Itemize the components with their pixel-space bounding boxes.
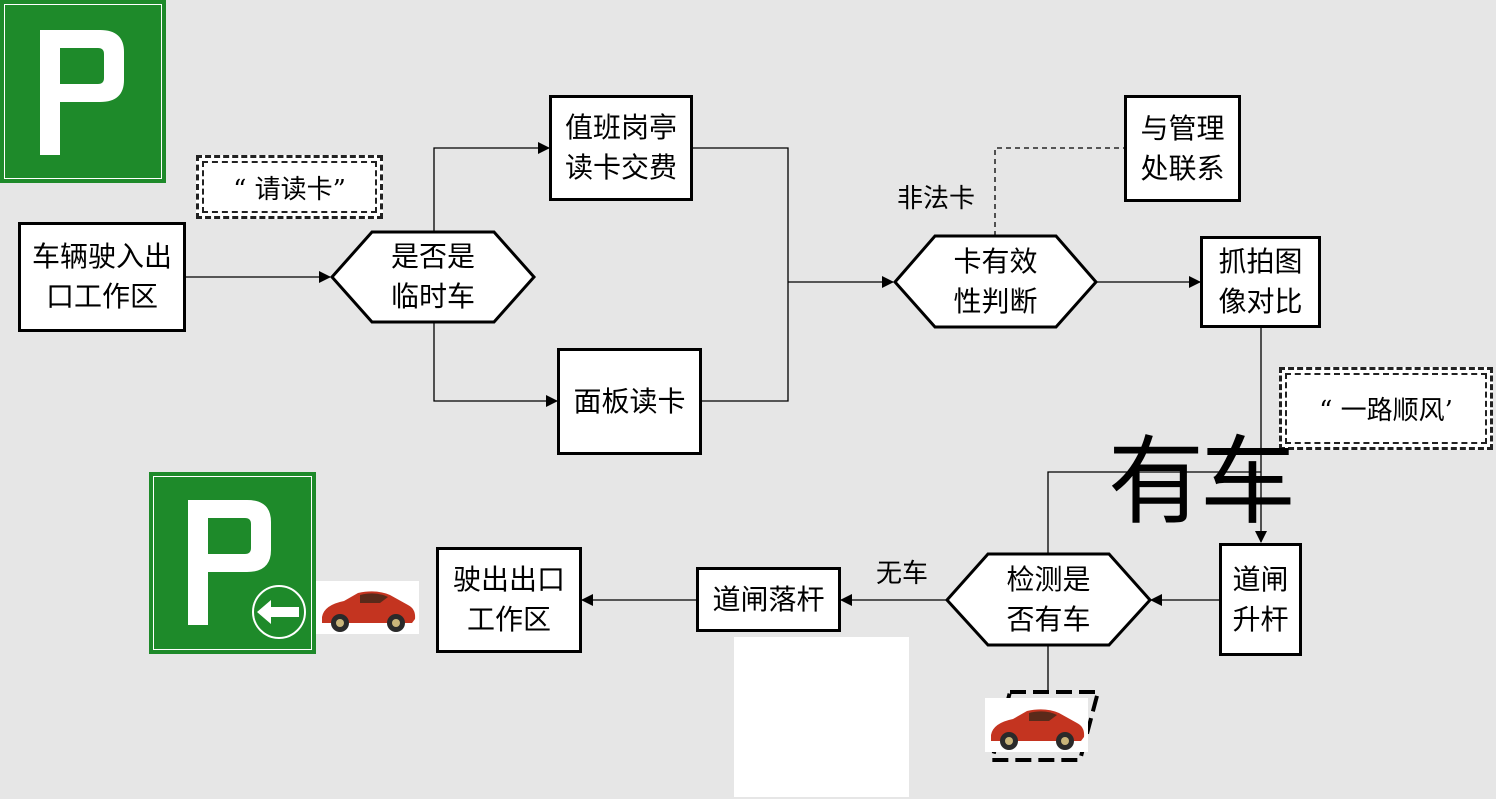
decision-temp-car-shape: [329, 230, 537, 324]
callout-bon-voyage: “ 一路顺风’: [1279, 367, 1493, 450]
red-car-icon: [322, 591, 416, 632]
edge-detect-loop: [1047, 471, 1261, 553]
edge-illegal-card: [994, 147, 1124, 236]
node-contact-mgmt: 与管理 处联系: [1124, 95, 1241, 202]
car-image-detect: [985, 698, 1088, 752]
decision-car-detect-shape: [944, 552, 1153, 647]
car-detect-frame: [990, 689, 1100, 763]
parking-P-icon: [188, 500, 271, 625]
node-capture-compare: 抓拍图 像对比: [1200, 236, 1321, 328]
decision-card-valid-label: 卡有效 性判断: [953, 244, 1038, 318]
node-booth-pay: 值班岗亭 读卡交费: [549, 95, 693, 201]
node-gate-raise: 道闸 升杆: [1219, 543, 1302, 656]
blank-panel: [734, 637, 909, 797]
left-arrow-icon: [252, 585, 306, 639]
node-gate-lower: 道闸落杆: [696, 567, 841, 632]
decision-card-valid-shape: [893, 234, 1098, 329]
node-panel-read: 面板读卡: [557, 348, 702, 455]
edge-check-to-panel: [433, 322, 558, 407]
parking-sign-entry: [0, 0, 166, 183]
car-image-exit: [316, 581, 419, 634]
edge-check-to-booth: [433, 142, 550, 232]
edge-label-illegal-card: 非法卡: [897, 184, 976, 214]
node-enter-zone: 车辆驶入出 口工作区: [18, 222, 186, 332]
red-car-icon: [991, 709, 1085, 750]
callout-please-read-text: “ 请读卡”: [233, 174, 346, 205]
edge-label-has-car: 有车: [1108, 426, 1296, 538]
decision-temp-car-label: 是否是 临时车: [390, 240, 475, 313]
parking-P-icon: [40, 30, 124, 155]
edge-booth-merge: [693, 147, 789, 402]
detect-frame-outline: [990, 690, 1100, 762]
decision-car-detect-label: 检测是 否有车: [1006, 562, 1091, 636]
callout-please-read: “ 请读卡”: [196, 155, 383, 219]
callout-bon-voyage-text: “ 一路顺风’: [1319, 396, 1453, 426]
node-exit-zone: 驶出出口 工作区: [436, 547, 582, 653]
edge-label-no-car: 无车: [876, 559, 929, 589]
parking-sign-exit: [149, 472, 316, 654]
